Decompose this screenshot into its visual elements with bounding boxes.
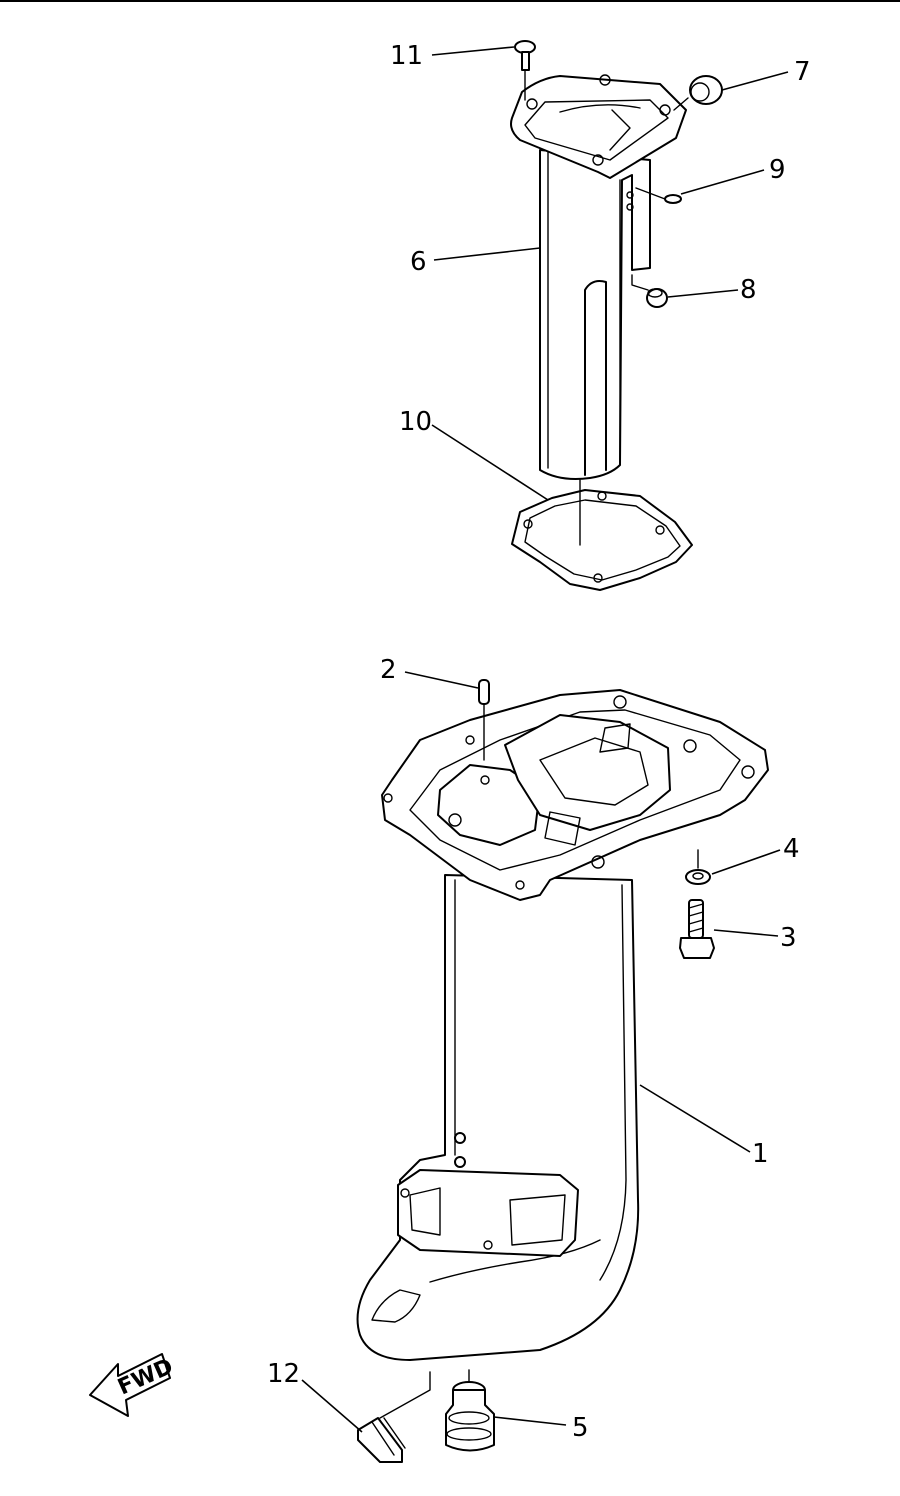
- part-9-clip: [635, 187, 682, 204]
- callout-7: 7: [794, 57, 811, 87]
- part-6-upper-casing: [510, 74, 687, 480]
- callout-1: 1: [752, 1139, 769, 1169]
- callout-2: 2: [380, 655, 397, 685]
- fwd-direction-arrow-icon: FWD: [89, 1353, 177, 1417]
- part-5-grommet: [445, 1369, 495, 1452]
- part-8-plug: [631, 274, 668, 308]
- callout-4: 4: [783, 834, 800, 864]
- part-2-dowel-pin: [478, 679, 490, 761]
- part-11-screw: [514, 40, 536, 101]
- callout-6: 6: [410, 247, 427, 277]
- callout-12: 12: [267, 1359, 300, 1389]
- callout-8: 8: [740, 275, 757, 305]
- part-4-washer: [685, 849, 711, 885]
- part-12-anode: [357, 1371, 431, 1463]
- callout-5: 5: [572, 1413, 589, 1443]
- callout-3: 3: [780, 923, 797, 953]
- callout-10: 10: [399, 407, 432, 437]
- leader-lines: [301, 46, 789, 1433]
- callout-11: 11: [390, 41, 423, 71]
- part-10-gasket: [511, 489, 693, 591]
- part-3-bolt: [679, 899, 715, 959]
- part-1-drive-shaft-housing: [356, 689, 769, 1361]
- callout-9: 9: [769, 155, 786, 185]
